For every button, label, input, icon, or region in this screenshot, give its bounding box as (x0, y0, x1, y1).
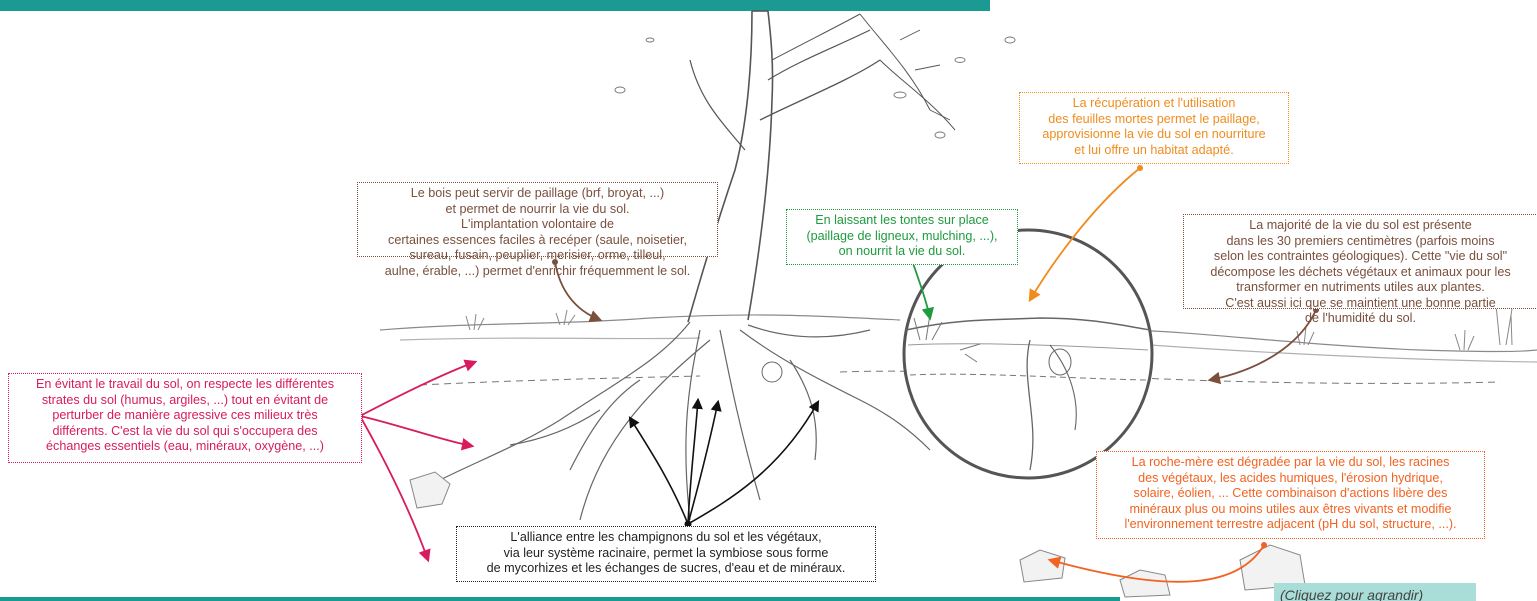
root-knot (762, 362, 782, 382)
note-soil-life-line: dans les 30 premiers centimètres (parfoi… (1189, 234, 1532, 250)
note-soil-life-line: La majorité de la vie du sol est présent… (1189, 218, 1532, 234)
note-tillage: En évitant le travail du sol, on respect… (8, 373, 362, 463)
note-mycorrhiza-line: de mycorhizes et les échanges de sucres,… (462, 561, 870, 577)
note-leaves: La récupération et l'utilisation des feu… (1019, 92, 1289, 164)
note-leaves-line: et lui offre un habitat adapté. (1025, 143, 1283, 159)
note-wood-line: Le bois peut servir de paillage (brf, br… (363, 186, 712, 202)
note-leaves-line: approvisionne la vie du sol en nourritur… (1025, 127, 1283, 143)
note-mowing-line: (paillage de ligneux, mulching, ...), (792, 229, 1012, 245)
roots (440, 322, 930, 520)
note-tillage-line: perturber de manière agressive ces milie… (14, 408, 356, 424)
note-soil-life-line: décompose les déchets végétaux et animau… (1189, 265, 1532, 281)
bedrock-arrow-dot (1261, 542, 1267, 548)
note-mycorrhiza-line: via leur système racinaire, permet la sy… (462, 546, 870, 562)
note-mycorrhiza-line: L'alliance entre les champignons du sol … (462, 530, 870, 546)
leaves-arrow-dot (1137, 165, 1143, 171)
note-soil-life-line: transformer en nutriments utiles aux pla… (1189, 280, 1532, 296)
note-bedrock-line: l'environnement terrestre adjacent (pH d… (1102, 517, 1479, 533)
note-bedrock-line: La roche-mère est dégradée par la vie du… (1102, 455, 1479, 471)
note-mycorrhiza: L'alliance entre les champignons du sol … (456, 526, 876, 582)
magnifier-circle (904, 230, 1152, 478)
note-tillage-line: échanges essentiels (eau, minéraux, oxyg… (14, 439, 356, 455)
tree (688, 11, 955, 322)
note-tillage-line: En évitant le travail du sol, on respect… (14, 377, 356, 393)
note-wood-line: sureau, fusain, peuplier, merisier, orme… (363, 248, 712, 264)
note-soil-life-line: de l'humidité du sol. (1189, 311, 1532, 327)
note-wood-line: certaines essences faciles à recéper (sa… (363, 233, 712, 249)
note-mowing: En laissant les tontes sur place (pailla… (786, 209, 1018, 265)
note-wood-line: aulne, érable, ...) permet d'enrichir fr… (363, 264, 712, 280)
note-tillage-line: différents. C'est la vie du sol qui s'oc… (14, 424, 356, 440)
mycorrhiza-arrows (630, 400, 818, 524)
note-mowing-line: En laissant les tontes sur place (792, 213, 1012, 229)
note-wood-line: L'implantation volontaire de (363, 217, 712, 233)
note-soil-life: La majorité de la vie du sol est présent… (1183, 214, 1537, 309)
note-leaves-line: des feuilles mortes permet le paillage, (1025, 112, 1283, 128)
note-mowing-line: on nourrit la vie du sol. (792, 244, 1012, 260)
note-wood: Le bois peut servir de paillage (brf, br… (357, 182, 718, 257)
enlarge-link[interactable]: (Cliquez pour agrandir) (1274, 583, 1476, 601)
note-soil-life-line: selon les contraintes géologiques). Cett… (1189, 249, 1532, 265)
note-bedrock-line: des végétaux, les acides humiques, l'éro… (1102, 471, 1479, 487)
note-soil-life-line: C'est aussi ici que se maintient une bon… (1189, 296, 1532, 312)
note-tillage-line: strates du sol (humus, argiles, ...) tou… (14, 393, 356, 409)
note-bedrock-line: minéraux plus ou moins utiles aux êtres … (1102, 502, 1479, 518)
note-bedrock: La roche-mère est dégradée par la vie du… (1096, 451, 1485, 539)
note-wood-line: et permet de nourrir la vie du sol. (363, 202, 712, 218)
note-bedrock-line: solaire, éolien, ... Cette combinaison d… (1102, 486, 1479, 502)
note-leaves-line: La récupération et l'utilisation (1025, 96, 1283, 112)
